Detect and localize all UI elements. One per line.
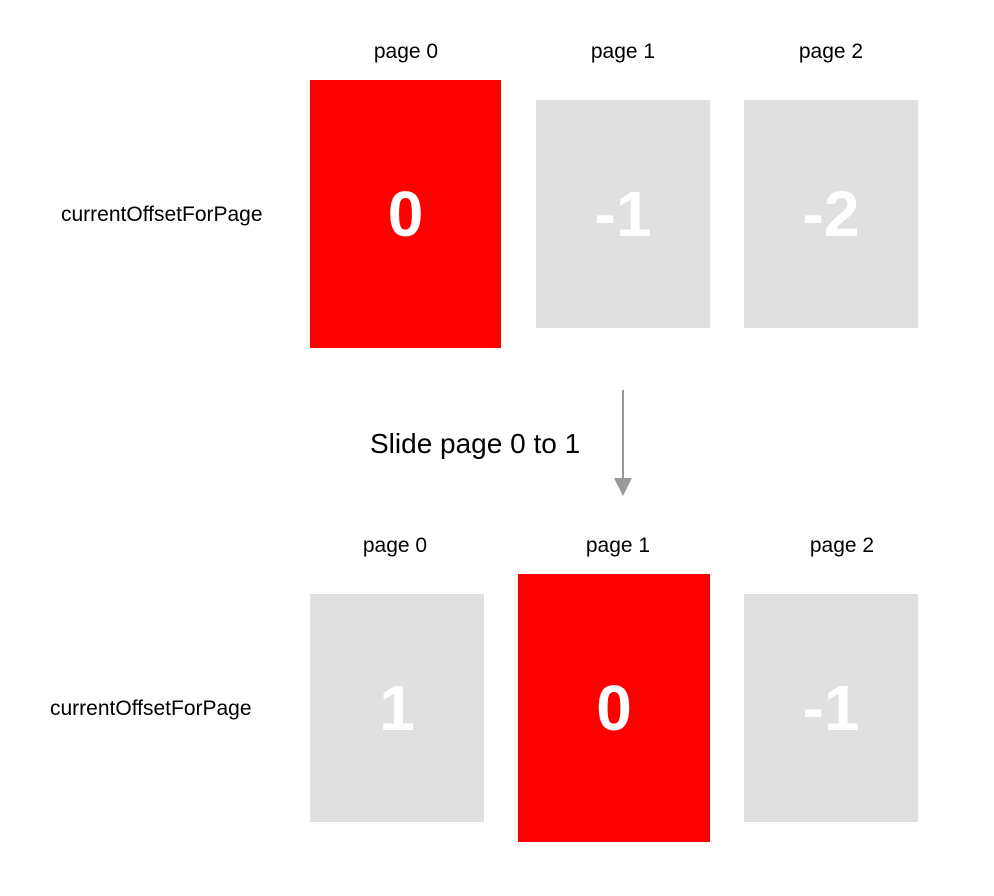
bottom-page-2-card: -1 — [744, 594, 918, 822]
transition-label: Slide page 0 to 1 — [370, 428, 581, 459]
top-page-0-value: 0 — [387, 178, 424, 250]
bottom-page-0-value: 1 — [379, 672, 415, 744]
top-page-1-value: -1 — [594, 178, 652, 250]
bottom-page-2-label: page 2 — [809, 534, 875, 557]
top-page-2-label: page 2 — [798, 40, 864, 63]
bottom-page-0-label: page 0 — [362, 534, 428, 557]
bottom-page-1-value: 0 — [596, 672, 632, 744]
top-page-0-label: page 0 — [373, 40, 439, 63]
top-page-0-card: 0 — [310, 80, 501, 348]
top-row-label: currentOffsetForPage — [61, 203, 263, 226]
bottom-page-2-value: -1 — [802, 672, 860, 744]
top-page-1-label: page 1 — [590, 40, 656, 63]
bottom-row-label: currentOffsetForPage — [50, 697, 252, 720]
bottom-page-1-label: page 1 — [585, 534, 651, 557]
bottom-page-1-card: 0 — [518, 574, 710, 842]
top-page-2-value: -2 — [802, 178, 860, 250]
top-page-2-card: -2 — [744, 100, 918, 328]
bottom-page-0-card: 1 — [310, 594, 484, 822]
top-page-1-card: -1 — [536, 100, 710, 328]
arrow-head — [614, 478, 632, 496]
